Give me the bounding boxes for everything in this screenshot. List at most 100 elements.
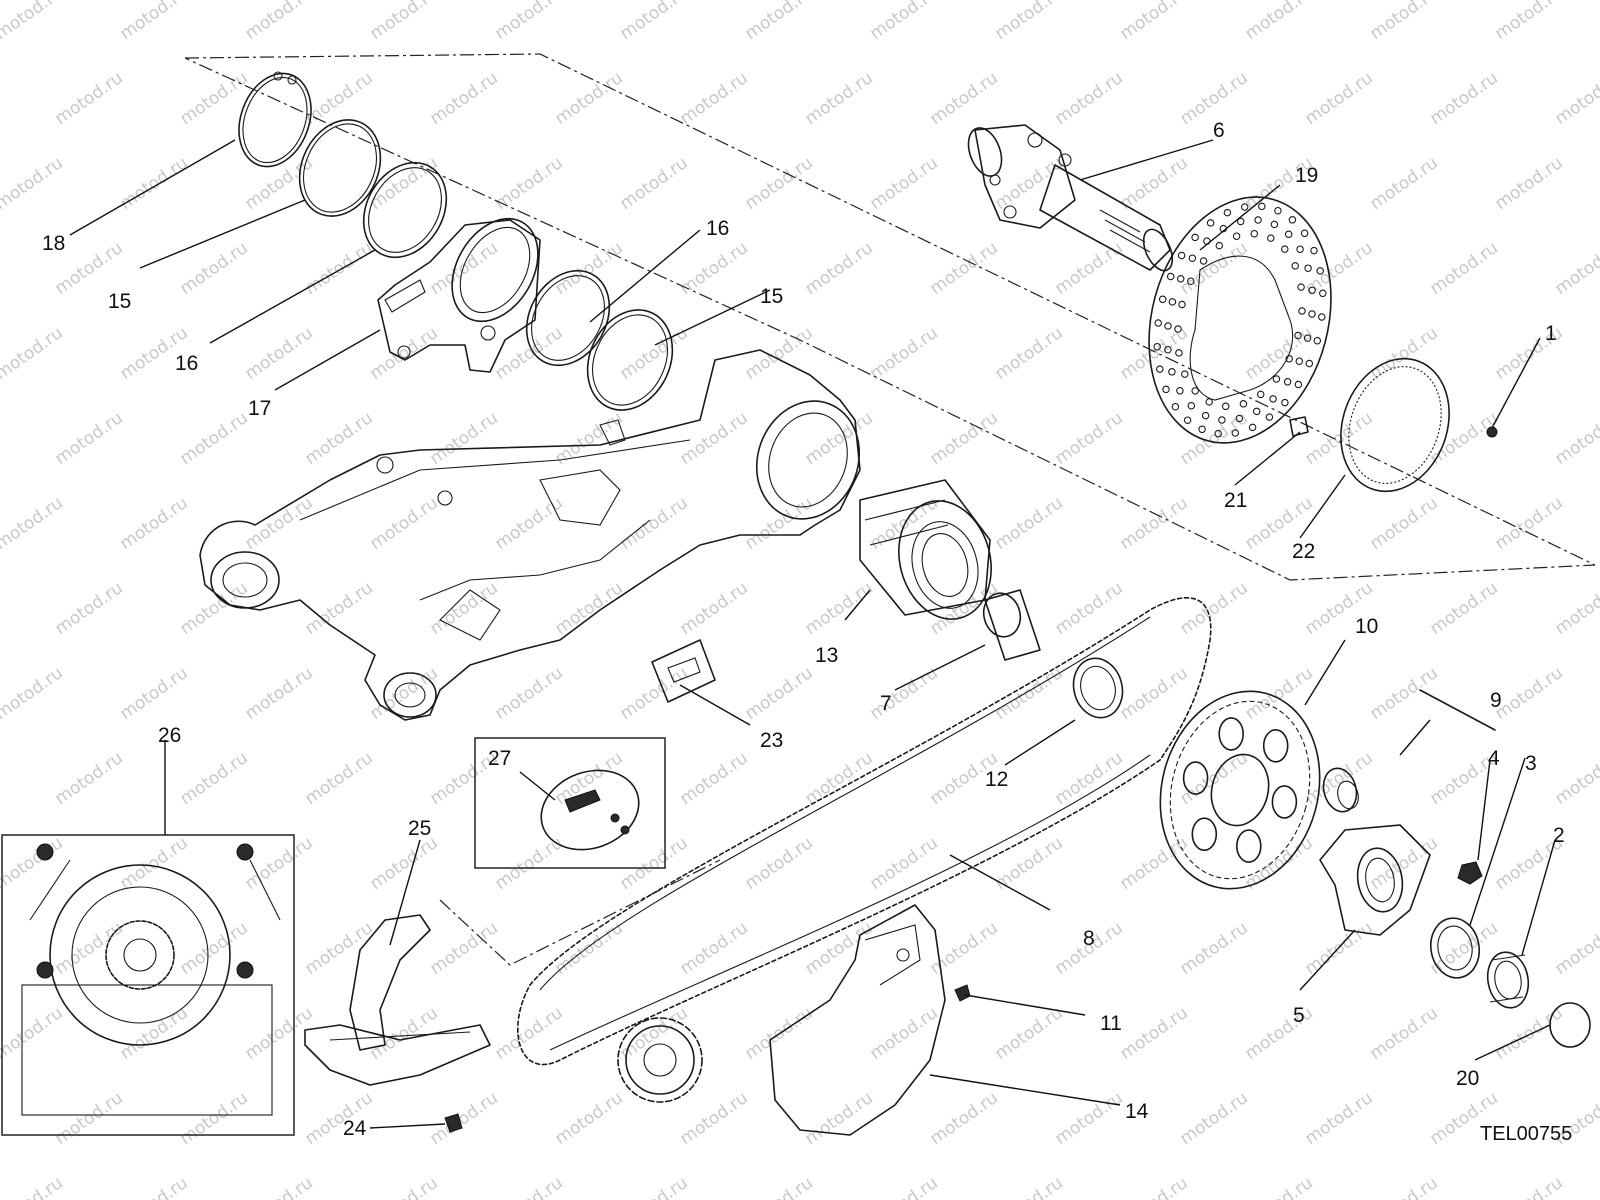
- watermark-text: motod.ru: [176, 1088, 251, 1149]
- watermark-text: motod.ru: [991, 493, 1066, 554]
- watermark-text: motod.ru: [366, 493, 441, 554]
- watermark-text: motod.ru: [241, 1173, 316, 1200]
- part-5-sprocket-carrier: [1319, 824, 1431, 936]
- part-25-chain-guide: [304, 914, 491, 1086]
- watermark-text: motod.ru: [301, 918, 376, 979]
- watermark-text: motod.ru: [51, 578, 126, 639]
- part-10-rear-sprocket: [1159, 690, 1321, 890]
- disc-hole: [1177, 251, 1186, 260]
- part-21-disc-screw: [1289, 416, 1309, 437]
- part-3-washer: [1429, 917, 1481, 979]
- disc-hole: [1156, 365, 1164, 373]
- disc-hole: [1297, 283, 1305, 291]
- disc-hole: [1178, 300, 1186, 309]
- disc-hole: [1153, 342, 1161, 351]
- callout-15b: 15: [760, 285, 783, 308]
- watermark-text: motod.ru: [866, 153, 941, 214]
- watermark-text: motod.ru: [51, 408, 126, 469]
- watermark-text: motod.ru: [1051, 238, 1126, 299]
- watermark-text: motod.ru: [0, 578, 2, 639]
- disc-hole: [1252, 407, 1261, 416]
- watermark-text: motod.ru: [1116, 1003, 1191, 1064]
- disc-hole: [1187, 277, 1195, 285]
- watermark-text: motod.ru: [1301, 408, 1376, 469]
- watermark-text: motod.ru: [1051, 578, 1126, 639]
- watermark-text: motod.ru: [1116, 323, 1191, 384]
- watermark-text: motod.ru: [1366, 1173, 1441, 1200]
- watermark-text: motod.ru: [176, 408, 251, 469]
- part-26-inset-box: [1, 834, 295, 1136]
- watermark-text: motod.ru: [1241, 0, 1316, 44]
- watermark-text: motod.ru: [676, 918, 751, 979]
- watermark-text: motod.ru: [1051, 748, 1126, 809]
- disc-hole: [1215, 241, 1224, 250]
- sprocket-hole: [1218, 717, 1244, 751]
- disc-hole: [1310, 246, 1318, 255]
- watermark-text: motod.ru: [1051, 1088, 1126, 1149]
- watermark-text: motod.ru: [491, 0, 566, 44]
- watermark-text: motod.ru: [741, 493, 816, 554]
- watermark-text: motod.ru: [926, 68, 1001, 129]
- watermark-text: motod.ru: [1116, 663, 1191, 724]
- watermark-text: motod.ru: [301, 408, 376, 469]
- watermark-text: motod.ru: [1366, 1003, 1441, 1064]
- disc-hole: [1298, 307, 1306, 315]
- watermark-text: motod.ru: [676, 578, 751, 639]
- callout-10: 10: [1355, 615, 1378, 638]
- disc-hole: [1171, 402, 1180, 411]
- watermark-text: motod.ru: [1116, 1173, 1191, 1200]
- callout-labels: 1 2 3 4 5 6 7 8 9 10 11 12 13 14 15 15 1…: [42, 119, 1572, 1145]
- watermark-text: motod.ru: [676, 238, 751, 299]
- watermark-text: motod.ru: [801, 238, 876, 299]
- callout-7: 7: [880, 692, 892, 715]
- disc-hole: [1191, 387, 1199, 395]
- disc-hole: [1168, 368, 1176, 376]
- part-15-ring-upper: [298, 119, 382, 217]
- watermark-text: motod.ru: [1551, 578, 1600, 639]
- callout-16a: 16: [175, 352, 198, 375]
- watermark-text: motod.ru: [176, 748, 251, 809]
- disc-hole: [1168, 298, 1177, 306]
- watermark-text: motod.ru: [1366, 493, 1441, 554]
- watermark-text: motod.ru: [0, 408, 2, 469]
- watermark-text: motod.ru: [616, 153, 691, 214]
- watermark-text: motod.ru: [1301, 1088, 1376, 1149]
- callout-15a: 15: [108, 290, 131, 313]
- sprocket-hole: [1262, 728, 1289, 763]
- watermark-text: motod.ru: [991, 0, 1066, 44]
- watermark-text: motod.ru: [301, 238, 376, 299]
- watermark-text: motod.ru: [491, 153, 566, 214]
- callout-22: 22: [1292, 540, 1315, 563]
- callout-23: 23: [760, 729, 783, 752]
- disc-hole: [1218, 416, 1226, 424]
- part-7-spacer: [982, 589, 1041, 661]
- front-sprocket: [617, 1017, 703, 1103]
- part-23-decal: [651, 639, 716, 703]
- watermark-text: motod.ru: [491, 1173, 566, 1200]
- watermark-text: motod.ru: [426, 578, 501, 639]
- disc-hole: [1154, 319, 1162, 327]
- watermark-text: motod.ru: [676, 68, 751, 129]
- disc-hole: [1176, 387, 1184, 395]
- part-1-screw: [1486, 426, 1498, 438]
- watermark-text: motod.ru: [116, 833, 191, 894]
- watermark-text: motod.ru: [301, 748, 376, 809]
- callout-27: 27: [488, 747, 511, 770]
- part-16-oring-upper: [362, 161, 448, 259]
- watermark-text: motod.ru: [676, 748, 751, 809]
- disc-hole: [1214, 429, 1222, 438]
- disc-hole: [1158, 295, 1167, 304]
- disc-hole: [1294, 331, 1302, 340]
- watermark-text: motod.ru: [1426, 408, 1501, 469]
- watermark-text: motod.ru: [991, 663, 1066, 724]
- watermark-text: motod.ru: [426, 408, 501, 469]
- sprocket-hole: [1191, 817, 1218, 852]
- callout-16b: 16: [706, 217, 729, 240]
- callout-12: 12: [985, 768, 1008, 791]
- watermark-text: motod.ru: [551, 578, 626, 639]
- watermark-text: motod.ru: [0, 0, 67, 44]
- disc-hole: [1205, 398, 1213, 406]
- part-6-rear-axle: [967, 124, 1174, 272]
- watermark-text: motod.ru: [801, 918, 876, 979]
- disc-hole: [1248, 423, 1257, 432]
